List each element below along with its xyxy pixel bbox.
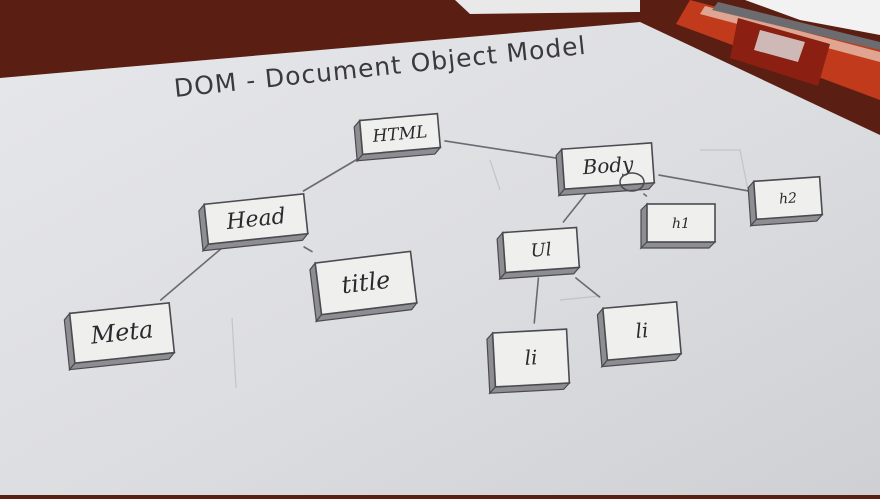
node-li1: li — [486, 328, 571, 395]
node-title-box — [314, 250, 418, 316]
node-li2: li — [596, 301, 683, 369]
node-li2-label: li — [635, 318, 650, 343]
node-ul: Ul — [496, 226, 581, 281]
node-li2-box — [602, 301, 682, 361]
edge-html-body — [444, 140, 558, 159]
node-head-box — [203, 193, 309, 245]
edge-html-head — [302, 158, 359, 192]
node-meta-label: Meta — [88, 315, 154, 350]
node-h1-box — [646, 203, 716, 243]
node-meta-box — [68, 302, 176, 364]
node-li1-box — [491, 328, 571, 388]
edge-ul-li2 — [575, 277, 601, 298]
node-ul-box — [501, 226, 581, 274]
node-h1-side — [640, 202, 648, 250]
node-ul-label: Ul — [530, 239, 553, 261]
edge-body-ul — [562, 193, 587, 223]
node-body: Body — [555, 142, 656, 197]
node-body-label: Body — [581, 152, 635, 180]
edge-layer — [159, 140, 750, 324]
white-object — [745, 0, 880, 35]
node-h1-label: h1 — [672, 216, 690, 232]
node-meta: Meta — [63, 302, 176, 372]
edge-head-meta — [159, 246, 224, 301]
pencil-circle-mark — [619, 172, 645, 192]
background-paper — [455, 0, 640, 14]
erased-marks — [231, 149, 749, 389]
node-html: HTML — [353, 112, 442, 163]
paper-sheet — [0, 22, 880, 495]
node-li1-label: li — [524, 345, 538, 370]
node-h2-label: h2 — [779, 190, 798, 207]
edge-body-h1 — [643, 193, 648, 197]
node-title: title — [309, 250, 419, 323]
marker-pen — [676, 0, 880, 100]
node-html-label: HTML — [371, 122, 428, 147]
node-body-box — [560, 142, 656, 190]
edge-head-title — [303, 246, 313, 253]
node-head: Head — [198, 193, 310, 253]
edge-body-h2 — [658, 174, 750, 192]
node-title-label: title — [340, 266, 392, 300]
node-html-box — [358, 112, 442, 156]
node-h1: h1 — [639, 202, 717, 250]
node-h2: h2 — [747, 175, 824, 228]
node-h2-box — [752, 175, 824, 221]
edge-ul-li1 — [533, 277, 540, 324]
node-h1-bottom — [639, 241, 717, 249]
